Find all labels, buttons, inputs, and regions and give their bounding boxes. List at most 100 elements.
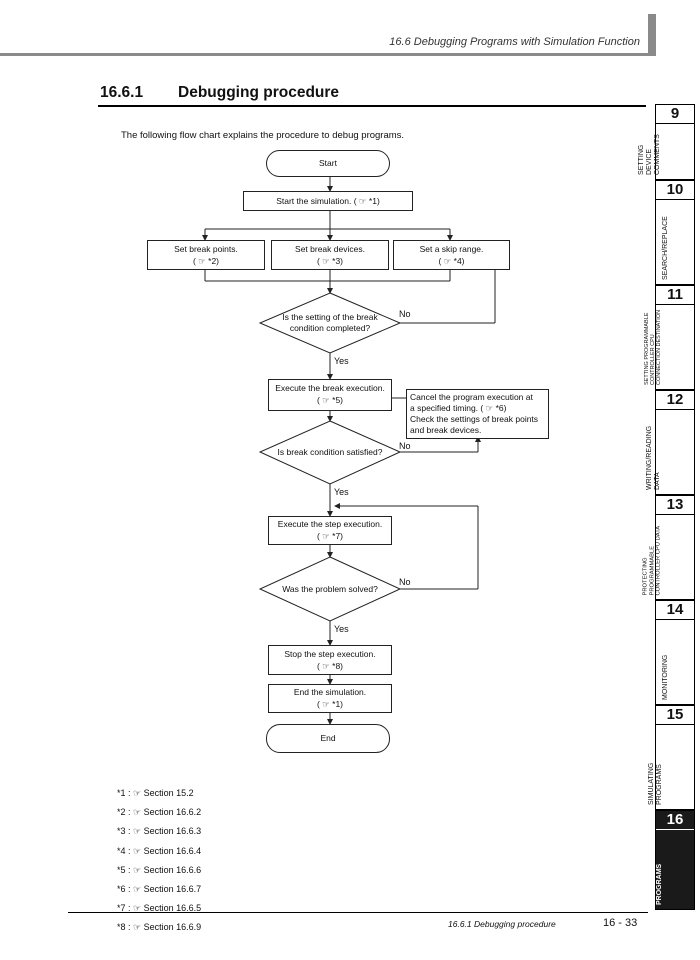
chapter-number: 9 xyxy=(670,105,680,122)
step-exec-ref: ( ☞ *7) xyxy=(316,531,344,541)
reference-item: *3 : ☞ Section 16.6.3 xyxy=(117,826,202,837)
header-rule xyxy=(0,53,648,56)
chapter-number: 13 xyxy=(666,496,684,513)
header-tab-marker xyxy=(648,14,656,56)
reference-pointer-icon: ☞ xyxy=(133,864,142,875)
reference-pointer-icon: ☞ xyxy=(133,845,142,856)
chapter-label: SETTING DEVICE COMMENTS xyxy=(638,134,661,175)
reference-link[interactable]: Section 16.6.6 xyxy=(143,864,202,875)
start-sim-label: Start the simulation. ( xyxy=(276,196,357,206)
flow-start-label: Start xyxy=(319,158,337,168)
cancel-note-line3: Check the settings of break points xyxy=(410,414,539,424)
decision1-line2: condition completed? xyxy=(289,323,371,333)
flow-start-simulation: Start the simulation. ( ☞ *1) xyxy=(243,191,413,211)
reference-link[interactable]: Section 16.6.7 xyxy=(143,884,202,895)
decision1-no-label: No xyxy=(399,309,411,319)
reference-link[interactable]: Section 16.6.5 xyxy=(143,903,202,914)
chapter-label: MONITORING xyxy=(662,654,669,700)
chapter-number: 14 xyxy=(666,601,684,618)
reference-item: *7 : ☞ Section 16.6.5 xyxy=(117,903,202,914)
flow-set-break-devices: Set break devices.( ☞ *3) xyxy=(271,240,389,270)
flow-break-execution: Execute the break execution. ( ☞ *5) xyxy=(268,379,392,411)
tab-divider xyxy=(656,304,694,305)
chapter-label: SIMULATING PROGRAMS xyxy=(648,762,663,805)
tab-divider xyxy=(656,199,694,200)
reference-item: *2 : ☞ Section 16.6.2 xyxy=(117,807,202,818)
reference-pointer-icon: ☞ xyxy=(133,788,142,798)
tab-divider xyxy=(656,619,694,620)
reference-link[interactable]: Section 16.6.4 xyxy=(143,845,202,856)
chapter-number: 12 xyxy=(666,391,684,408)
reference-link[interactable]: Section 16.6.2 xyxy=(143,807,202,818)
intro-text: The following flow chart explains the pr… xyxy=(121,130,405,141)
stop-step-ref: ( ☞ *8) xyxy=(316,661,344,671)
chapter-number: 11 xyxy=(667,286,683,303)
flow-set-skip-range: Set a skip range.( ☞ *4) xyxy=(393,240,510,270)
flow-start: Start xyxy=(266,150,390,177)
reference-item: *5 : ☞ Section 16.6.6 xyxy=(117,864,202,875)
flow-end-label: End xyxy=(320,733,336,743)
chapter-label: SETTING PROGRAMMABLE CONTROLLER CPU CONN… xyxy=(644,309,662,385)
footer-section-title: 16.6.1 Debugging procedure xyxy=(448,919,556,929)
step-exec-label: Execute the step execution. xyxy=(277,519,383,529)
reference-pointer-icon: ☞ xyxy=(133,903,142,914)
break-exec-label: Execute the break execution. xyxy=(275,383,385,393)
section-title: Debugging procedure xyxy=(178,84,340,101)
decision-break-satisfied: Is break condition satisfied? xyxy=(277,447,383,457)
decision1-yes-label: Yes xyxy=(334,356,349,366)
reference-pointer-icon: ☞ xyxy=(133,922,142,933)
cancel-execution-note: Cancel the program execution at a specif… xyxy=(406,389,549,439)
reference-pointer-icon: ☞ xyxy=(133,884,142,895)
section-rule xyxy=(98,105,646,107)
running-header: 16.6 Debugging Programs with Simulation … xyxy=(389,36,640,48)
flow-stop-step: Stop the step execution. ( ☞ *8) xyxy=(268,645,392,675)
cancel-note-line1: Cancel the program execution at xyxy=(410,392,533,402)
tab-divider xyxy=(656,123,694,124)
reference-link[interactable]: Section 15.2 xyxy=(143,788,194,798)
start-sim-ref: *1) xyxy=(368,196,380,206)
break-exec-ref: ( ☞ *5) xyxy=(316,395,344,405)
reference-pointer-icon: ☞ xyxy=(133,807,142,818)
decision3-yes-label: Yes xyxy=(334,624,349,634)
chapter-number: 15 xyxy=(666,706,684,723)
section-number: 16.6.1 xyxy=(100,84,144,101)
chapter-label: WRITING/READING DATA xyxy=(646,425,661,490)
break-points-label: Set break points. xyxy=(174,244,238,254)
chapter-label: SEARCH/REPLACE xyxy=(662,216,669,280)
flow-step-execution: Execute the step execution. ( ☞ *7) xyxy=(268,516,392,545)
tab-divider xyxy=(656,829,694,830)
break-devices-label: Set break devices. xyxy=(295,244,365,254)
tab-divider xyxy=(656,409,694,410)
reference-pointer-icon: ☞ xyxy=(358,196,367,206)
reference-link[interactable]: Section 16.6.9 xyxy=(143,922,202,933)
reference-item: *8 : ☞ Section 16.6.9 xyxy=(117,922,202,933)
tab-divider xyxy=(656,724,694,725)
end-sim-ref: ( ☞ *1) xyxy=(316,699,344,709)
flow-set-break-points: Set break points. ( ☞ *2) xyxy=(147,240,265,270)
footer-rule xyxy=(68,912,648,913)
chapter-number: 16 xyxy=(666,811,684,828)
page-number: 16 - 33 xyxy=(603,917,638,929)
chapter-label: PROTECTING PROGRAMMABLE CONTROLLER CPU D… xyxy=(642,525,662,595)
decision-problem-solved: Was the problem solved? xyxy=(282,584,378,594)
stop-step-label: Stop the step execution. xyxy=(284,649,376,659)
skip-range-ref: ( ☞ *4) xyxy=(438,256,465,266)
decision3-no-label: No xyxy=(399,577,411,587)
cancel-note-line2: a specified timing. ( ☞ *6) xyxy=(410,403,507,413)
reference-item: *6 : ☞ Section 16.6.7 xyxy=(117,884,202,895)
decision2-yes-label: Yes xyxy=(334,487,349,497)
chapter-number: 10 xyxy=(666,181,684,198)
reference-link[interactable]: Section 16.6.3 xyxy=(143,826,202,837)
break-points-ref: ( ☞ *2) xyxy=(192,256,220,266)
flow-end-simulation: End the simulation. ( ☞ *1) xyxy=(268,684,392,713)
end-sim-label: End the simulation. xyxy=(293,687,367,697)
